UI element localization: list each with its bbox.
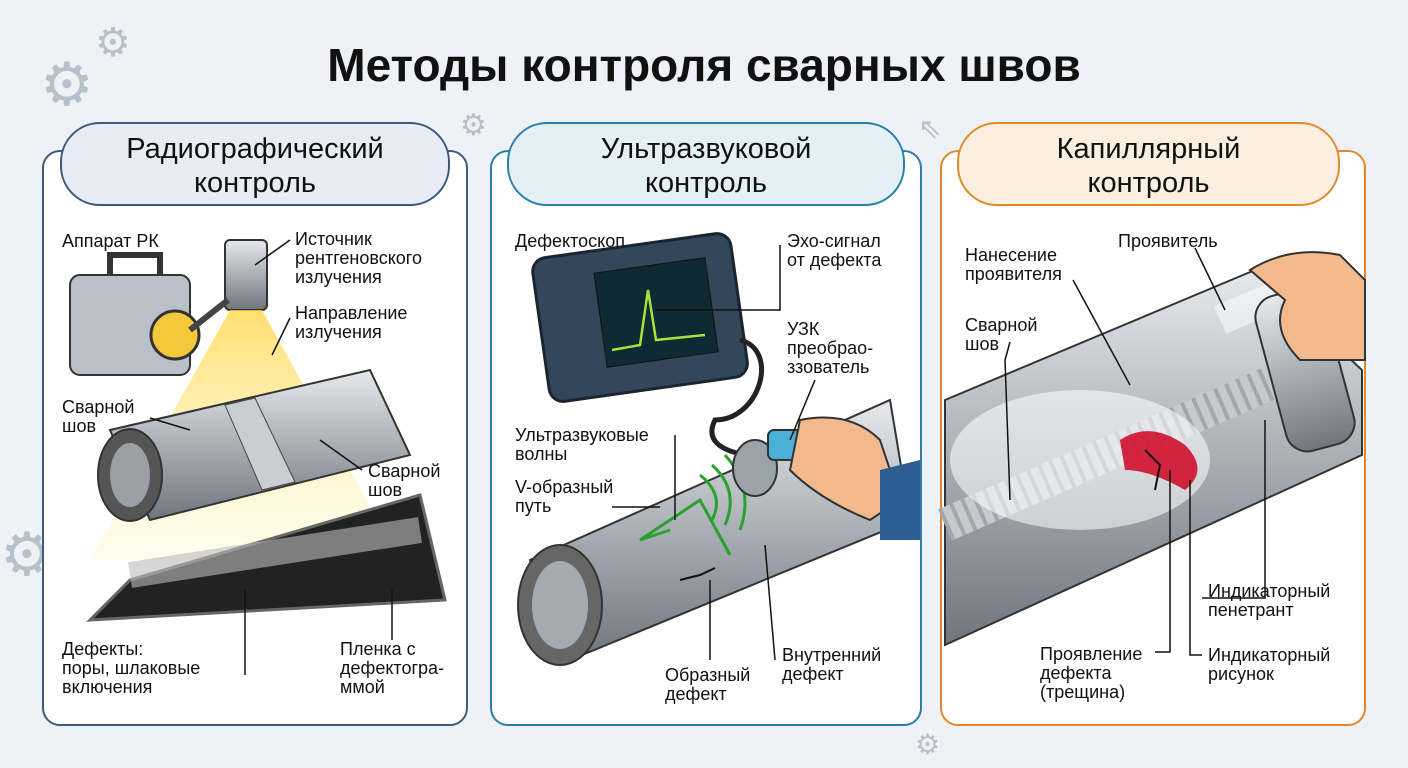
pipe	[97, 368, 412, 522]
label-shaped-defect: Образный дефект	[665, 665, 751, 704]
label-applying: Нанесение проявителя	[965, 245, 1062, 284]
page-title: Методы контроля сварных швов	[327, 39, 1081, 91]
label-transducer: УЗК преобрао- ззователь	[787, 319, 874, 377]
label-film: Пленка с дефектогра- ммой	[340, 639, 445, 697]
label-device: Аппарат РК	[62, 231, 159, 251]
spray-can-hand	[1214, 251, 1366, 453]
label-defects: Дефекты: поры, шлаковые включения	[62, 639, 201, 697]
label-direction: Направление излучения	[295, 303, 408, 342]
label-manifestation: Проявление дефекта (трещина)	[1040, 644, 1143, 702]
gear-icon: ⚙	[915, 729, 941, 760]
steel-plate	[938, 268, 1363, 647]
label-detector: Дефектоскоп	[515, 231, 625, 251]
label-weld-left: Сварной шов	[62, 397, 135, 436]
label-waves: Ультразвуковые волны	[515, 425, 649, 464]
leader-lines	[149, 239, 1266, 675]
label-pattern: Индикаторный рисунок	[1208, 645, 1331, 684]
panel-title-capillary: Капиллярный контроль	[957, 122, 1340, 206]
panel-title-ultrasonic: Ультразвуковой контроль	[507, 122, 905, 206]
label-source: Источник рентгеновского излучения	[295, 229, 422, 287]
xray-device	[69, 252, 201, 376]
label-vpath: V-образный путь	[515, 477, 614, 516]
flaw-detector	[531, 232, 749, 403]
gear-icon: ⚙	[95, 21, 131, 65]
label-internal-defect: Внутренний дефект	[782, 645, 882, 684]
gear-icon: ⚙	[40, 51, 94, 118]
label-weld: Сварной шов	[965, 315, 1038, 354]
penetrant-stain	[1120, 431, 1198, 490]
label-weld-right: Сварной шов	[368, 461, 441, 500]
crack	[1144, 449, 1162, 491]
gear-icon: ⚙	[460, 109, 487, 142]
xray-source	[188, 239, 268, 333]
label-developer: Проявитель	[1118, 231, 1218, 251]
panel-title-radiographic: Радиографический контроль	[60, 122, 450, 206]
label-penetrant: Индикаторный пенетрант	[1208, 581, 1331, 620]
cursor-icon: ⇖	[918, 113, 942, 144]
label-echo: Эхо-сигнал от дефекта	[787, 231, 882, 270]
transducer-hand	[732, 416, 920, 540]
